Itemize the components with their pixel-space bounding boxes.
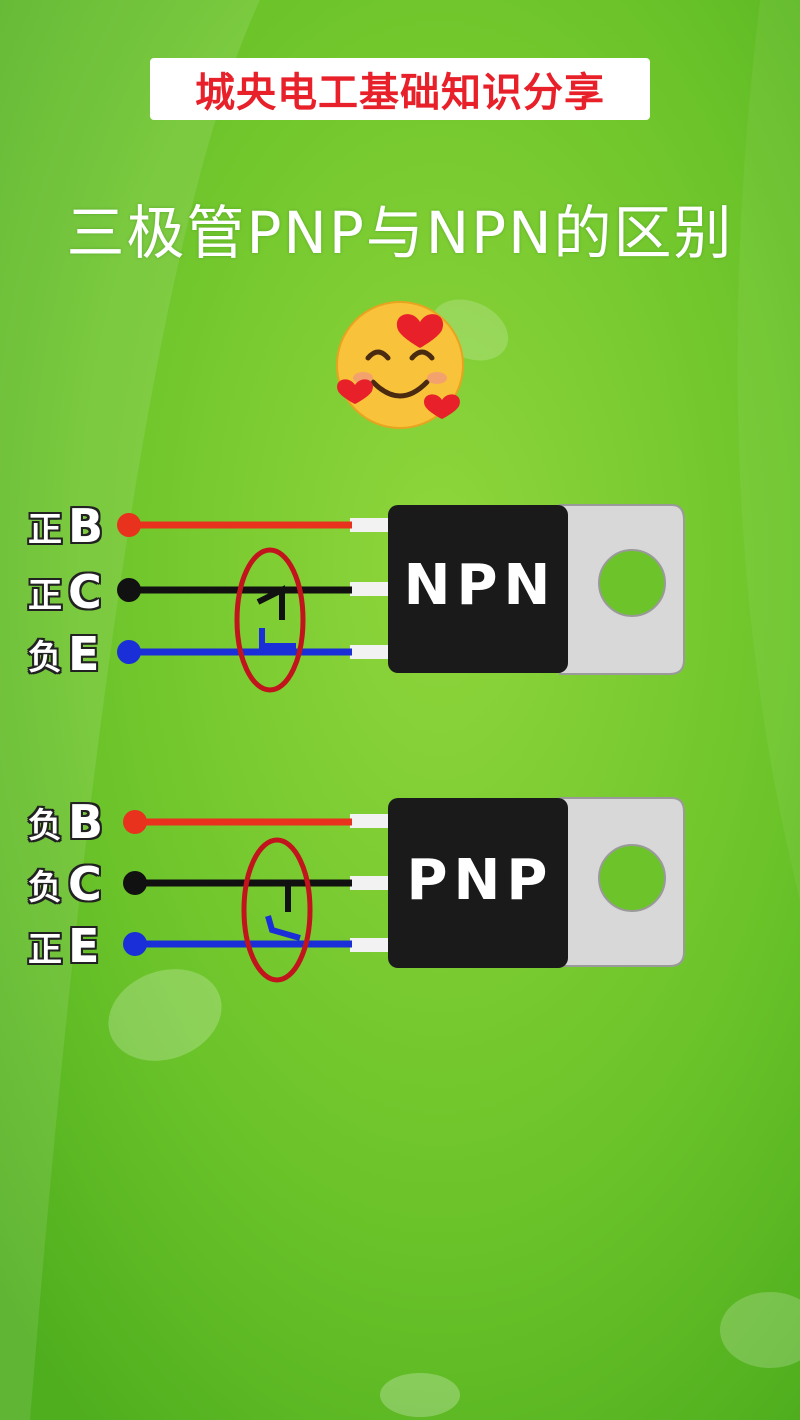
page-title: 三极管PNP与NPN的区别 (66, 199, 734, 267)
pin-name: E (68, 919, 100, 973)
pin-name: B (68, 795, 104, 849)
polarity-label: 负 (28, 805, 62, 846)
polarity-label: 负 (28, 637, 62, 678)
terminal-b (123, 810, 147, 834)
banner-text: 城央电工基础知识分享 (195, 70, 605, 116)
terminal-e (123, 932, 147, 956)
chip-body (388, 505, 568, 673)
terminal-b (117, 513, 141, 537)
pnp-chip-label: PNP (406, 848, 554, 913)
npn-pin-label-e: 负 E (28, 627, 100, 681)
pnp-transistor (123, 797, 685, 983)
highlight-circle (241, 837, 313, 983)
npn-chip-label: NPN (403, 553, 557, 618)
polarity-label: 正 (28, 575, 62, 616)
banner: 城央电工基础知识分享 (150, 58, 650, 120)
smiling-face-with-hearts-icon (336, 301, 464, 429)
leaf-shape (380, 1373, 460, 1417)
terminal-c (123, 871, 147, 895)
terminal-c (117, 578, 141, 602)
npn-pin-label-b: 正 B (28, 499, 104, 553)
pin-name: B (68, 499, 104, 553)
pnp-pin-label-e: 正 E (28, 919, 100, 973)
pin-name: C (68, 857, 102, 911)
npn-pin-label-c: 正 C (28, 565, 102, 619)
pin-name: C (68, 565, 102, 619)
terminal-e (117, 640, 141, 664)
polarity-label: 负 (28, 867, 62, 908)
pnp-pin-label-c: 负 C (28, 857, 102, 911)
chip-body (388, 798, 568, 968)
npn-transistor (117, 504, 685, 693)
pnp-pin-label-b: 负 B (28, 795, 104, 849)
leaf-shape (108, 969, 222, 1061)
polarity-label: 正 (28, 509, 62, 550)
polarity-label: 正 (28, 929, 62, 970)
highlight-circle (234, 547, 306, 693)
pin-name: E (68, 627, 100, 681)
leaf-shape (720, 1292, 800, 1368)
